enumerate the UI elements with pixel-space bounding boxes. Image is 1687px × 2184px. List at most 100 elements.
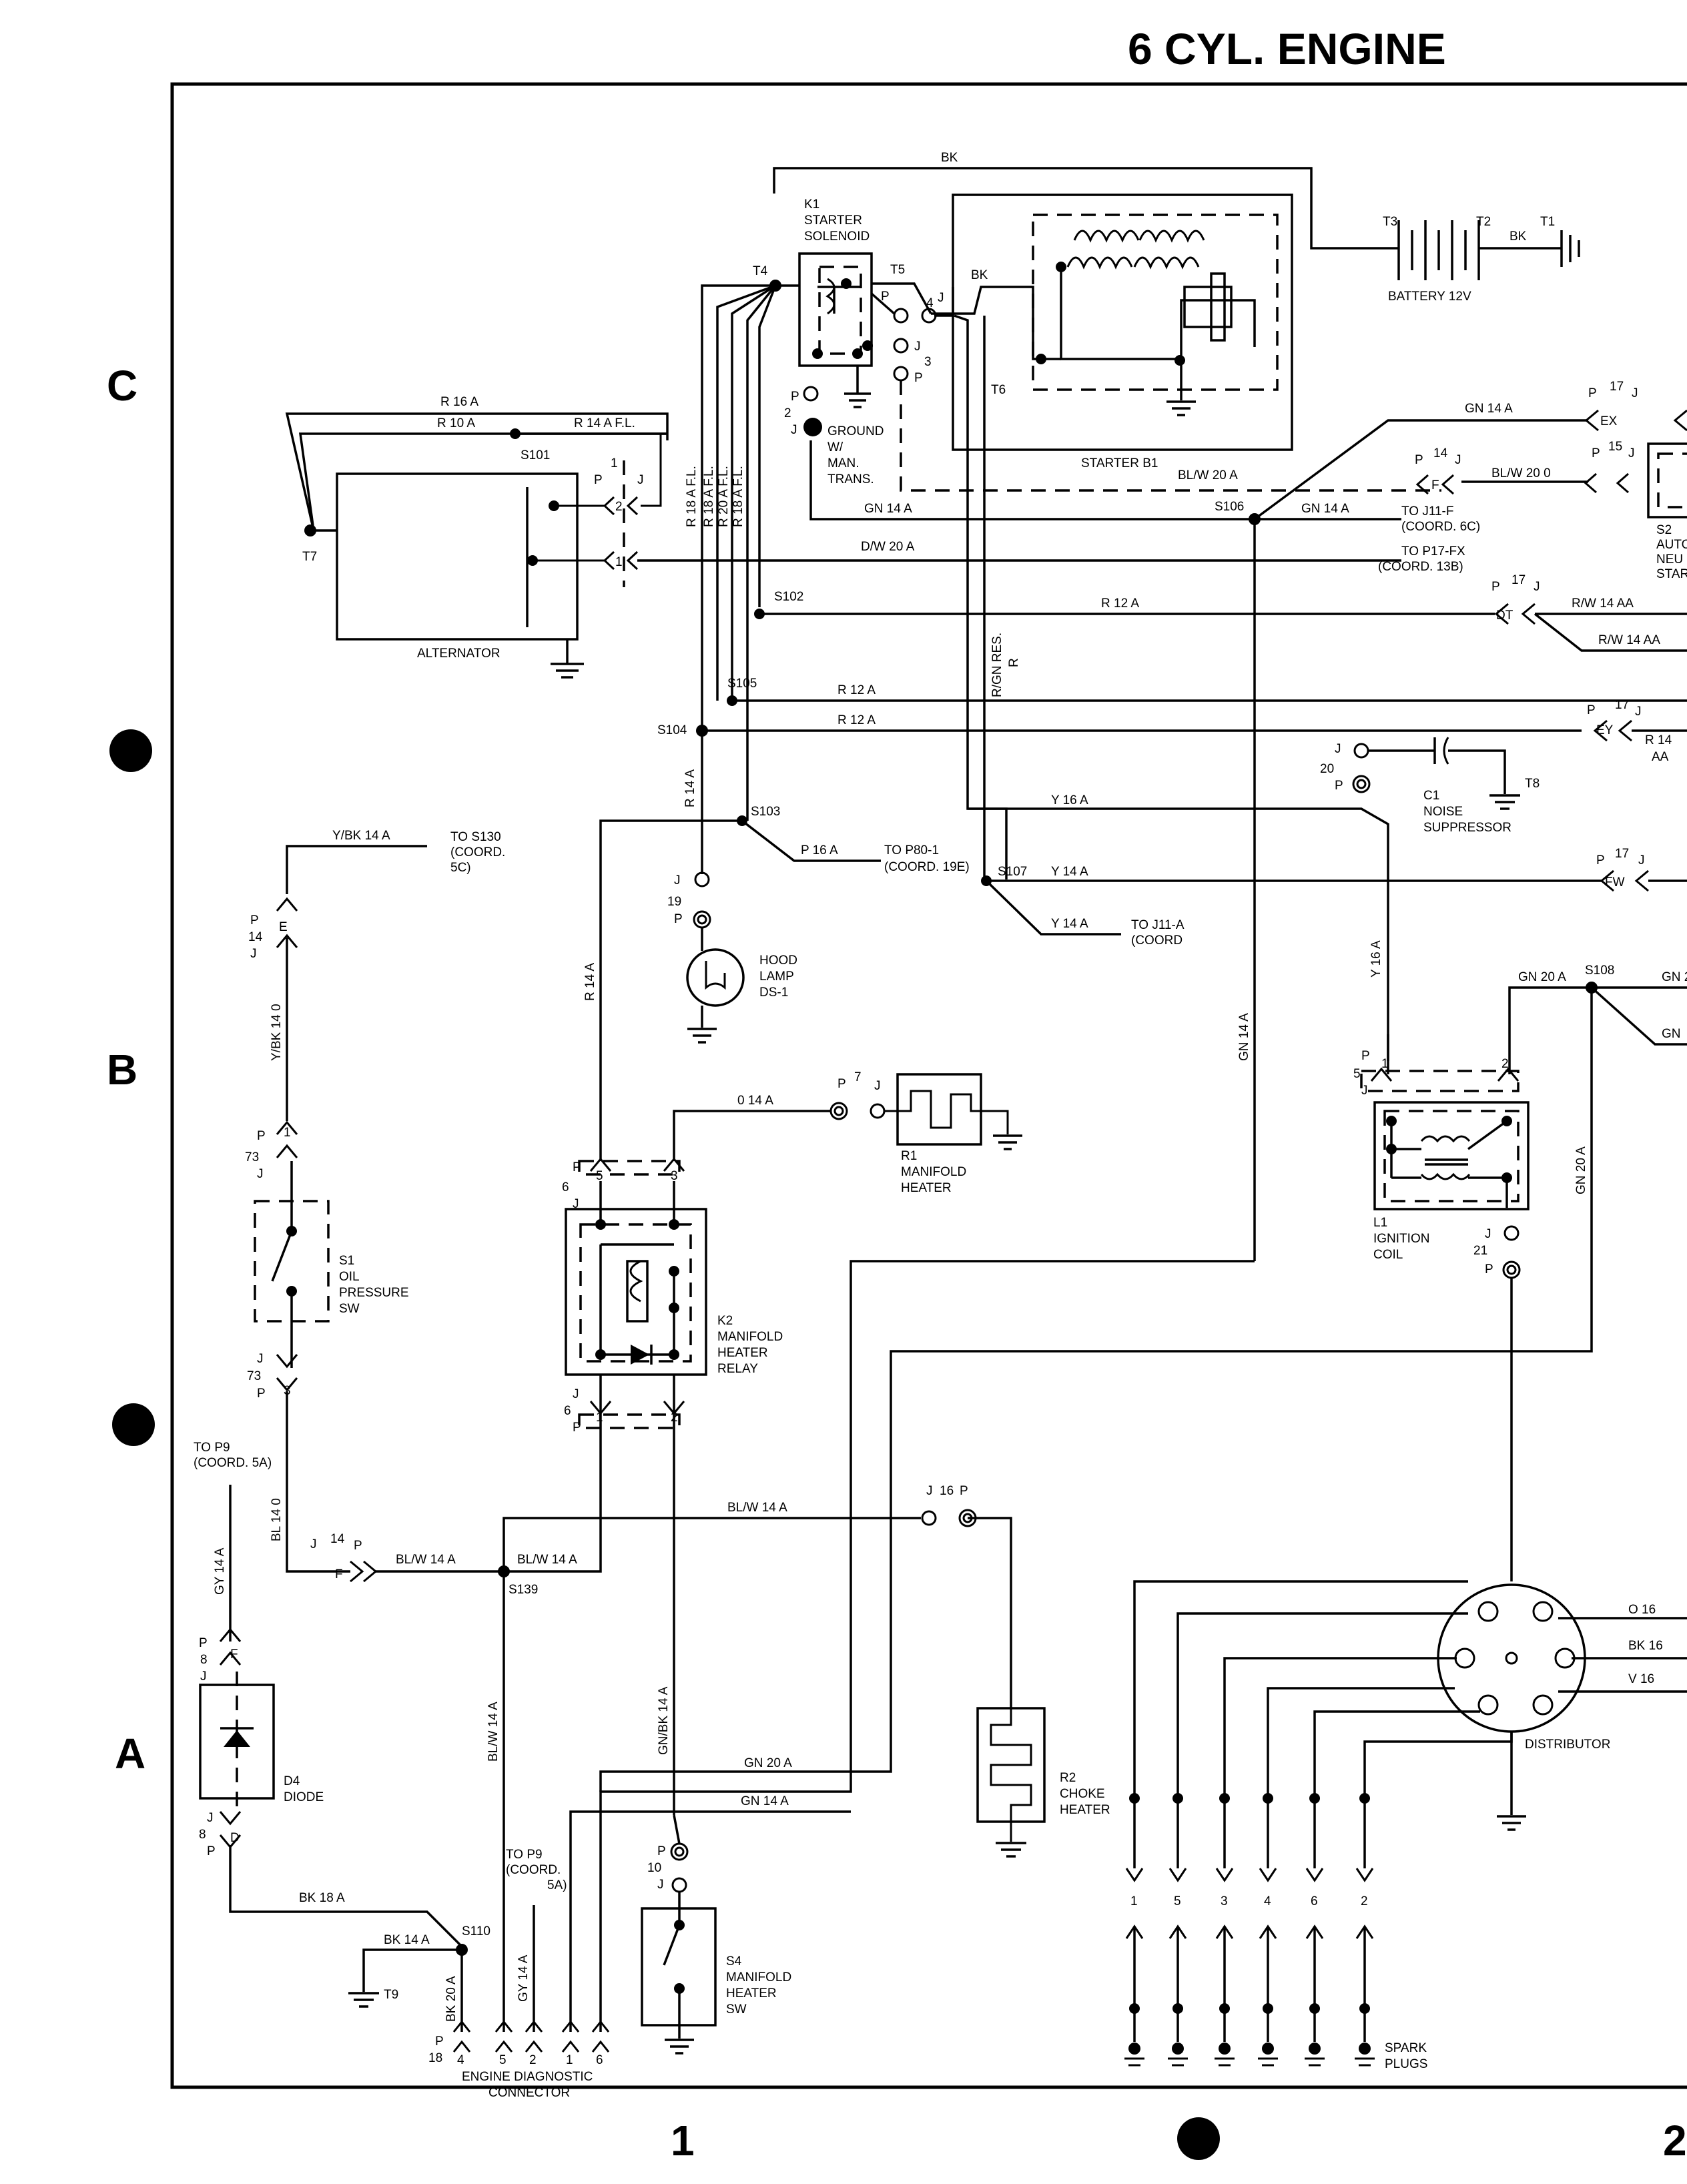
spark-plug-wire-4 (1267, 1687, 1455, 1868)
oil-pressure-switch-s1: S1 OIL PRESSURE SW (254, 1161, 409, 1368)
svg-text:J: J (573, 1197, 579, 1211)
svg-text:3: 3 (671, 1169, 678, 1183)
wire (872, 282, 932, 314)
svg-text:MANIFOLD: MANIFOLD (717, 1330, 783, 1344)
svg-text:P: P (207, 1844, 216, 1858)
svg-text:TRANS.: TRANS. (827, 472, 874, 486)
connector-symbol (1593, 719, 1608, 742)
svg-text:GN 14 A: GN 14 A (1237, 1013, 1251, 1061)
svg-text:Y 16 A: Y 16 A (1369, 940, 1383, 978)
wire-blw14a (504, 1448, 602, 1573)
connector-symbol (276, 1120, 298, 1135)
wire-gn14a (599, 1260, 1255, 2032)
svg-text:BK 16: BK 16 (1628, 1639, 1663, 1653)
svg-text:1: 1 (284, 1126, 291, 1140)
svg-text:PRESSURE: PRESSURE (339, 1286, 409, 1300)
ground-stud (803, 418, 822, 436)
connector-symbol (603, 496, 615, 516)
svg-text:17: 17 (1615, 847, 1629, 861)
svg-text:HEATER: HEATER (726, 1986, 777, 2000)
switch-outline (1657, 452, 1687, 508)
svg-text:5: 5 (596, 1169, 603, 1183)
svg-text:C1: C1 (1423, 789, 1439, 803)
connector-symbol (603, 551, 615, 571)
svg-text:COIL: COIL (1373, 1248, 1403, 1262)
svg-text:P: P (199, 1636, 208, 1650)
svg-text:S107: S107 (998, 865, 1027, 879)
svg-text:GN 14 A: GN 14 A (1301, 502, 1349, 516)
svg-text:BL/W 14 A: BL/W 14 A (486, 1702, 500, 1762)
svg-text:OIL: OIL (339, 1270, 360, 1284)
distributor: DISTRIBUTOR (1437, 1583, 1610, 1831)
svg-text:HOOD: HOOD (759, 954, 797, 968)
svg-text:73: 73 (245, 1150, 259, 1164)
wire-gn20a (1508, 986, 1592, 1074)
svg-text:HEATER: HEATER (717, 1346, 768, 1360)
spark-plug-wire-5 (1176, 1612, 1468, 1868)
svg-text:SOLENOID: SOLENOID (804, 230, 870, 244)
spark-plug-wire-3 (1223, 1657, 1457, 1868)
svg-text:R 14 A F.L.: R 14 A F.L. (574, 416, 635, 430)
battery-label: BATTERY 12V (1388, 290, 1471, 304)
svg-text:GN: GN (1662, 1027, 1681, 1041)
svg-text:GN 20 A: GN 20 A (1574, 1146, 1588, 1194)
svg-text:Y 14 A: Y 14 A (1051, 917, 1088, 931)
svg-text:P: P (1587, 703, 1596, 717)
punch-hole (1177, 2117, 1220, 2160)
column-1-label: 1 (671, 2117, 695, 2165)
svg-text:F: F (230, 1648, 238, 1662)
svg-text:NOISE: NOISE (1423, 805, 1463, 819)
svg-text:R 18 A F.L.: R 18 A F.L. (731, 466, 745, 527)
svg-text:6: 6 (562, 1180, 569, 1194)
svg-text:5A): 5A) (547, 1878, 567, 1892)
terminal (1506, 1264, 1517, 1275)
svg-text:14: 14 (1433, 446, 1448, 460)
svg-text:T6: T6 (991, 383, 1006, 397)
punch-hole (112, 1403, 155, 1446)
svg-text:RELAY: RELAY (717, 1362, 758, 1376)
svg-text:S108: S108 (1585, 964, 1614, 978)
svg-text:J: J (791, 423, 797, 437)
wire (870, 292, 896, 315)
svg-text:K1: K1 (804, 198, 819, 212)
svg-text:1: 1 (615, 555, 623, 569)
distributor-label: DISTRIBUTOR (1525, 1738, 1610, 1752)
svg-text:BL/W 14 A: BL/W 14 A (727, 1501, 787, 1515)
svg-text:14: 14 (248, 930, 263, 944)
svg-text:18: 18 (428, 2051, 442, 2065)
svg-text:R/W 14 AA: R/W 14 AA (1572, 597, 1634, 611)
svg-text:DS-1: DS-1 (759, 986, 788, 1000)
svg-text:MAN.: MAN. (827, 456, 860, 470)
svg-text:MANIFOLD: MANIFOLD (726, 1970, 791, 1984)
connector-symbol (276, 897, 298, 912)
wire-r18-afl (701, 284, 775, 874)
connector-symbol (1618, 719, 1632, 742)
svg-text:J: J (310, 1537, 317, 1551)
svg-text:J: J (938, 291, 944, 305)
svg-text:SPARK: SPARK (1385, 2041, 1427, 2055)
wire-r18-afl (716, 284, 776, 701)
connector-symbol (626, 551, 639, 571)
svg-text:2: 2 (529, 2053, 537, 2067)
svg-text:T1: T1 (1540, 215, 1555, 229)
svg-text:P: P (573, 1160, 581, 1174)
spark-plug-wire-6 (1313, 1710, 1480, 1868)
svg-text:20: 20 (1320, 762, 1334, 776)
zone-a-label: A (115, 1730, 145, 1778)
svg-text:LAMP: LAMP (759, 970, 794, 984)
svg-text:R 10 A: R 10 A (437, 416, 475, 430)
terminal (921, 1510, 937, 1526)
svg-text:BK: BK (1509, 230, 1527, 244)
svg-text:6: 6 (564, 1404, 571, 1418)
svg-text:HEATER: HEATER (1060, 1803, 1110, 1817)
svg-text:GY 14 A: GY 14 A (213, 1547, 227, 1595)
svg-text:J: J (674, 873, 681, 887)
battery: BATTERY 12V T3 T2 T1 BK (1383, 215, 1580, 304)
wire-bk18a (229, 1845, 462, 1946)
splice-s101 (510, 428, 521, 439)
svg-text:R 20 A F.L.: R 20 A F.L. (717, 466, 731, 527)
svg-text:5C): 5C) (450, 861, 471, 875)
starter-solenoid-k1: K1 STARTER SOLENOID T4 T5 P 4 J BK J 3 P (753, 198, 988, 385)
svg-text:BK: BK (941, 151, 958, 165)
svg-text:F: F (1431, 478, 1439, 492)
